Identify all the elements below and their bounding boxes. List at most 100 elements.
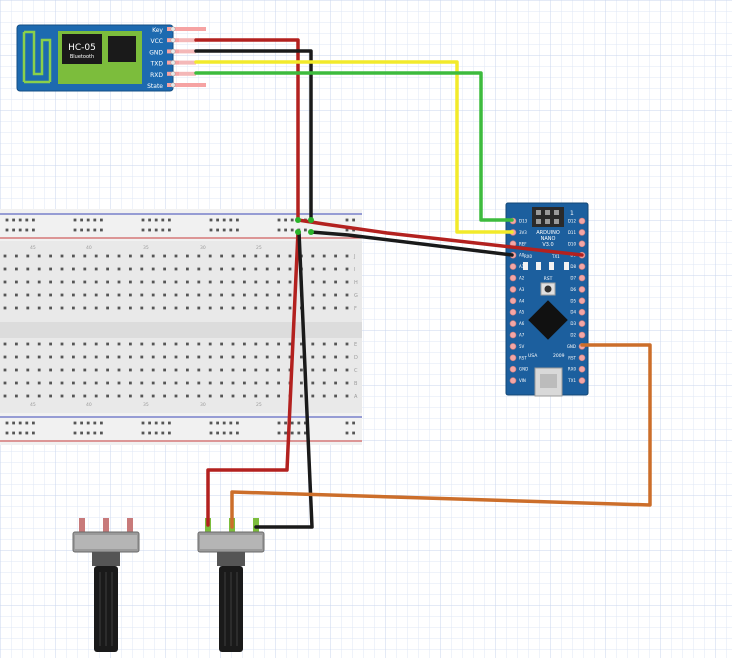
nano-right-pin[interactable]	[578, 331, 586, 339]
nano-left-pin[interactable]	[509, 354, 517, 362]
terminal-hole	[129, 293, 132, 297]
terminal-hole	[15, 381, 18, 385]
terminal-hole	[254, 267, 258, 271]
terminal-hole	[254, 342, 258, 346]
nano-left-pin[interactable]	[509, 308, 517, 316]
terminal-hole	[345, 306, 349, 310]
rail-hole	[161, 421, 165, 425]
rail-hole	[100, 228, 103, 232]
rail-hole	[229, 228, 233, 232]
terminal-hole	[72, 280, 75, 284]
terminal-hole	[15, 293, 18, 297]
nano-right-pin[interactable]	[578, 240, 586, 248]
nano-right-pin[interactable]	[578, 286, 586, 293]
wire-pot-vcc-red[interactable]	[206, 230, 300, 527]
terminal-hole	[117, 293, 121, 297]
wire-pot-signal-orange[interactable]	[230, 343, 652, 529]
nano-label-line2: NANO	[541, 236, 556, 242]
rail-hole	[32, 421, 35, 425]
nano-right-pin[interactable]	[578, 320, 586, 327]
terminal-hole	[106, 342, 109, 346]
nano-right-pin[interactable]	[578, 365, 586, 373]
nano-right-pin[interactable]	[578, 377, 586, 384]
terminal-hole	[334, 306, 337, 310]
terminal-hole	[197, 381, 201, 385]
nano-right-pin[interactable]	[578, 217, 586, 225]
nano-left-pin[interactable]	[509, 365, 517, 373]
wire-txd-yellow[interactable]	[194, 60, 514, 234]
nano-left-pin[interactable]	[509, 320, 517, 327]
terminal-hole	[37, 368, 41, 372]
nano-right-pin[interactable]	[578, 263, 586, 270]
hc05-pin-hole	[170, 48, 176, 54]
rail-hole	[222, 421, 226, 425]
nano-left-pin-label: A2	[519, 276, 525, 281]
terminal-hole	[300, 355, 303, 359]
nano-right-pin[interactable]	[578, 354, 586, 362]
terminal-hole	[129, 381, 132, 385]
rail-hole	[222, 228, 226, 232]
terminal-hole	[60, 355, 64, 359]
nano-right-pin-label: D10	[568, 241, 577, 246]
nano-right-pin[interactable]	[578, 274, 586, 282]
wire-vcc-red[interactable]	[194, 38, 300, 222]
terminal-hole	[163, 306, 166, 310]
terminal-hole	[163, 355, 166, 359]
terminal-hole	[151, 355, 155, 359]
rail-hole	[5, 228, 9, 232]
nano-left-pin[interactable]	[509, 286, 517, 293]
terminal-hole	[3, 381, 7, 385]
terminal-hole	[322, 342, 326, 346]
wire-pot-gnd-black[interactable]	[254, 230, 314, 529]
nano-right-pin[interactable]	[578, 229, 586, 236]
nano-right-pin-label: D5	[570, 298, 576, 303]
wire-gnd-nano-black[interactable]	[309, 230, 514, 257]
bb-col-number: 35	[143, 245, 149, 251]
rail-hole	[352, 218, 355, 222]
terminal-hole	[265, 267, 269, 271]
terminal-hole	[140, 254, 144, 258]
terminal-hole	[60, 280, 64, 284]
rail-hole	[284, 431, 287, 435]
nano-left-pin[interactable]	[509, 297, 517, 305]
nano-right-pin[interactable]	[578, 297, 586, 305]
terminal-hole	[151, 293, 155, 297]
wire-gnd-black[interactable]	[194, 49, 313, 222]
terminal-hole	[129, 280, 132, 284]
terminal-hole	[334, 267, 337, 271]
terminal-hole	[163, 381, 166, 385]
terminal-hole	[174, 267, 178, 271]
terminal-hole	[345, 381, 349, 385]
terminal-hole	[94, 342, 98, 346]
nano-left-pin[interactable]	[509, 343, 517, 350]
terminal-hole	[277, 342, 280, 346]
terminal-hole	[117, 254, 121, 258]
terminal-hole	[151, 267, 155, 271]
terminal-hole	[254, 293, 258, 297]
terminal-hole	[254, 394, 258, 398]
terminal-hole	[265, 381, 269, 385]
terminal-hole	[49, 280, 52, 284]
terminal-hole	[322, 381, 326, 385]
bb-col-number: 30	[200, 402, 206, 408]
nano-right-pin[interactable]	[578, 308, 586, 316]
terminal-hole	[197, 254, 201, 258]
nano-left-pin[interactable]	[509, 377, 517, 384]
terminal-hole	[83, 280, 87, 284]
terminal-hole	[163, 368, 166, 372]
terminal-hole	[163, 254, 166, 258]
terminal-hole	[3, 267, 7, 271]
terminal-hole	[151, 342, 155, 346]
rail-hole	[290, 421, 294, 425]
nano-left-pin[interactable]	[509, 263, 517, 270]
terminal-hole	[186, 342, 189, 346]
nano-right-pin-label: D12	[568, 219, 577, 224]
terminal-hole	[72, 342, 75, 346]
nano-left-pin[interactable]	[509, 274, 517, 282]
nano-right-pin-label: D2	[570, 333, 576, 338]
rail-hole	[161, 431, 165, 435]
nano-left-pin[interactable]	[509, 331, 517, 339]
wire-rxd-green[interactable]	[194, 71, 514, 222]
rail-hole	[216, 421, 219, 425]
